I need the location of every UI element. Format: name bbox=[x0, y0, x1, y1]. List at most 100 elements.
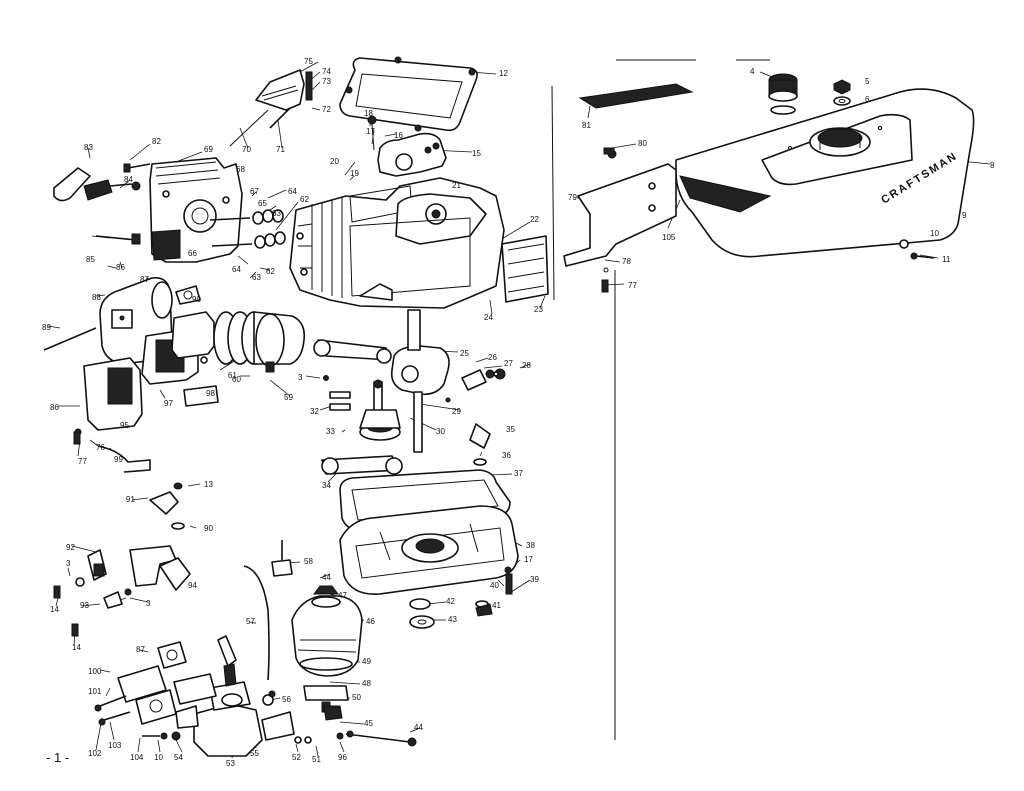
callout-label: 40 bbox=[490, 581, 499, 590]
governor-linkage bbox=[53, 482, 191, 637]
callout-label: 62 bbox=[266, 267, 275, 276]
callout-label: 57 bbox=[246, 617, 255, 626]
callout-label: 43 bbox=[448, 615, 457, 624]
callout-label: 105 bbox=[662, 233, 676, 242]
callout-label: 22 bbox=[530, 215, 539, 224]
carburetor-screws bbox=[94, 695, 181, 741]
cylinder-block bbox=[289, 177, 505, 309]
callout-label: 104 bbox=[130, 753, 144, 762]
callout-label: 37 bbox=[514, 469, 523, 478]
callout-label: 17 bbox=[366, 127, 375, 136]
callout-label: 67 bbox=[250, 187, 259, 196]
callout-label: 77 bbox=[78, 457, 87, 466]
callout-label: 77 bbox=[628, 281, 637, 290]
callout-label: 84 bbox=[124, 175, 133, 184]
divider-line bbox=[551, 85, 555, 301]
fuel-filter-bowl bbox=[291, 585, 363, 713]
callout-label: 96 bbox=[338, 753, 347, 762]
cylinder-head bbox=[149, 157, 243, 263]
callout-label: 102 bbox=[88, 749, 102, 758]
callout-label: 33 bbox=[326, 427, 335, 436]
callout-label: 23 bbox=[534, 305, 543, 314]
callout-label: 45 bbox=[364, 719, 373, 728]
callout-label: 97 bbox=[164, 399, 173, 408]
callout-label: 78 bbox=[622, 257, 631, 266]
callout-label: 27 bbox=[504, 359, 513, 368]
callout-label: 26 bbox=[488, 353, 497, 362]
callout-label: 82 bbox=[152, 137, 161, 146]
callout-label: 86 bbox=[116, 263, 125, 272]
callout-label: 15 bbox=[472, 149, 481, 158]
callout-label: 74 bbox=[322, 67, 331, 76]
callout-label: 99 bbox=[114, 455, 123, 464]
callout-label: 19 bbox=[350, 169, 359, 178]
callout-label: 21 bbox=[452, 181, 461, 190]
callout-label: 58 bbox=[304, 557, 313, 566]
callout-label: 55 bbox=[250, 749, 259, 758]
callout-label: 59 bbox=[284, 393, 293, 402]
callout-label: 29 bbox=[452, 407, 461, 416]
callout-label: 49 bbox=[362, 657, 371, 666]
callout-label: 72 bbox=[322, 105, 331, 114]
callout-label: 13 bbox=[204, 480, 213, 489]
callout-label: 12 bbox=[499, 69, 508, 78]
callout-label: 81 bbox=[582, 121, 591, 130]
intake-plates bbox=[117, 641, 217, 725]
callout-label: 92 bbox=[66, 543, 75, 552]
callout-label: 88 bbox=[92, 293, 101, 302]
callout-label: 17 bbox=[524, 555, 533, 564]
callout-label: 25 bbox=[460, 349, 469, 358]
lower-rod bbox=[321, 455, 403, 475]
callout-label: 63 bbox=[272, 209, 281, 218]
callout-label: 95 bbox=[120, 421, 129, 430]
callout-label: 44 bbox=[322, 573, 331, 582]
callout-label: 18 bbox=[364, 109, 373, 118]
exhaust-plates bbox=[83, 311, 215, 431]
callout-labels: 75 74 73 72 12 4 5 6 83 82 69 70 71 18 1… bbox=[42, 57, 995, 768]
callout-label: 100 bbox=[88, 667, 102, 676]
callout-label: 52 bbox=[292, 753, 301, 762]
callout-label: 28 bbox=[522, 361, 531, 370]
callout-label: 38 bbox=[526, 541, 535, 550]
fuel-cap bbox=[768, 73, 851, 115]
callout-label: 93 bbox=[80, 601, 89, 610]
callout-label: 50 bbox=[352, 693, 361, 702]
callout-label: 94 bbox=[188, 581, 197, 590]
cylinder-head-gasket bbox=[339, 56, 478, 132]
callout-label: 80 bbox=[638, 139, 647, 148]
callout-label: 61 bbox=[228, 371, 237, 380]
oil-fill-plug bbox=[469, 423, 491, 466]
callout-label: 20 bbox=[330, 157, 339, 166]
callout-label: 39 bbox=[530, 575, 539, 584]
callout-label: 69 bbox=[204, 145, 213, 154]
callout-label: 86 bbox=[50, 403, 59, 412]
callout-label: 46 bbox=[366, 617, 375, 626]
callout-label: 87 bbox=[140, 275, 149, 284]
callout-label: 79 bbox=[568, 193, 577, 202]
crankshaft bbox=[390, 309, 450, 453]
callout-label: 35 bbox=[506, 425, 515, 434]
callout-label: 63 bbox=[252, 273, 261, 282]
callout-label: 8 bbox=[990, 161, 995, 170]
callout-label: 4 bbox=[750, 67, 755, 76]
callout-label: 90 bbox=[192, 295, 201, 304]
callout-label: 48 bbox=[362, 679, 371, 688]
oil-seal-parts bbox=[461, 368, 506, 391]
callout-label: 87 bbox=[136, 645, 145, 654]
callout-label: 3 bbox=[66, 559, 71, 568]
callout-label: 62 bbox=[300, 195, 309, 204]
callout-label: 30 bbox=[436, 427, 445, 436]
callout-label: 54 bbox=[174, 753, 183, 762]
callout-label: 34 bbox=[322, 481, 331, 490]
callout-label: 66 bbox=[188, 249, 197, 258]
fuel-line bbox=[243, 540, 293, 681]
callout-label: 10 bbox=[930, 229, 939, 238]
callout-label: 68 bbox=[236, 165, 245, 174]
callout-label: 32 bbox=[310, 407, 319, 416]
carburetor bbox=[175, 635, 295, 757]
callout-label: 98 bbox=[206, 389, 215, 398]
callout-label: 3 bbox=[146, 599, 151, 608]
callout-label: 85 bbox=[86, 255, 95, 264]
callout-label: 51 bbox=[312, 755, 321, 764]
callout-label: 44 bbox=[414, 723, 423, 732]
